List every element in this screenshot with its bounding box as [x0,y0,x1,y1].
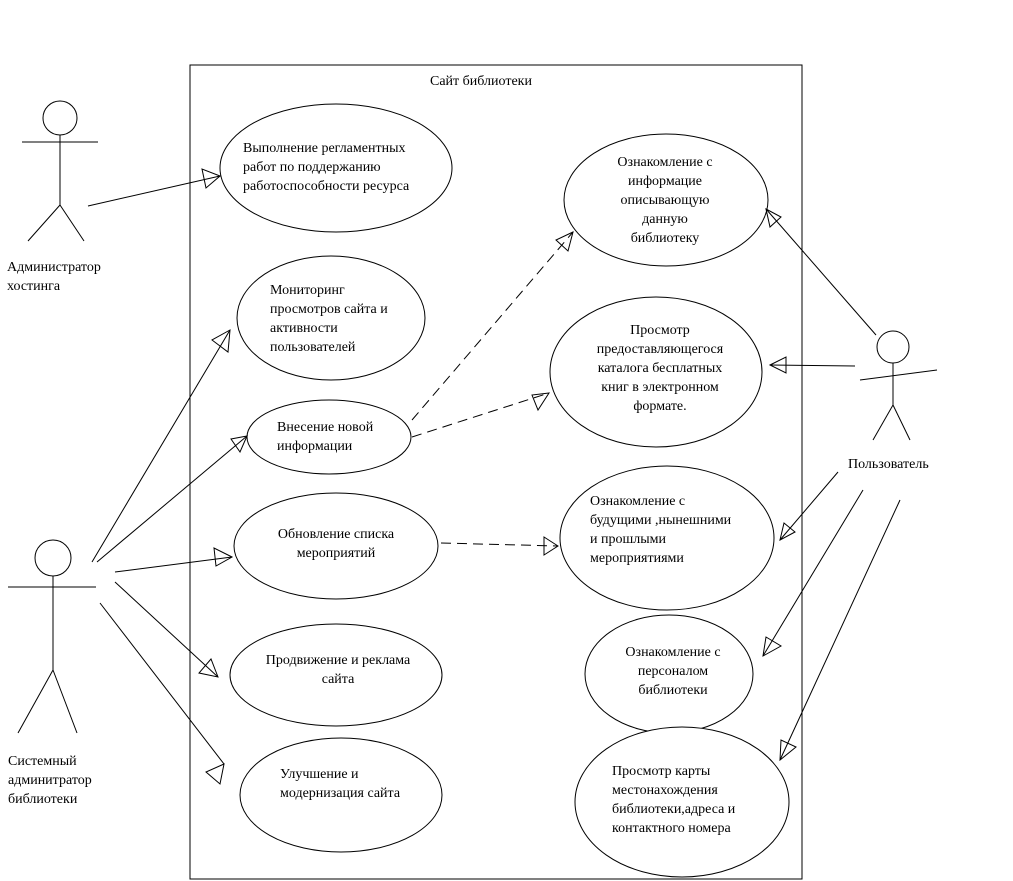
assoc-user-staff [762,489,864,657]
arrowhead [555,231,574,252]
use-case-events-update-label: Обновление списка мероприятий [277,527,395,561]
use-case-improvement-label: Улучшение и модернизация сайта [280,767,401,801]
use-case-events-update [233,492,439,600]
arrowhead [768,356,787,374]
use-case-staff-label: Ознакомление с персоналом библиотеки [625,645,721,698]
actor-hosting-admin-label: Администратор хостинга [7,260,101,294]
use-case-new-info-label: Внесение новой информации [277,420,374,454]
arrowhead [531,392,550,412]
use-case-events-view-label: Ознакомление с будущими ,нынешними и про… [590,494,732,566]
dep-events-update-events-view [440,542,559,547]
use-case-monitoring-label: Мониторинг просмотров сайта и активности… [270,283,388,355]
arrowhead [230,435,248,454]
system-title: Сайт библиотеки [430,74,532,89]
use-case-promotion-label: Продвижение и реклама сайта [265,653,411,687]
arrowhead [779,522,796,541]
use-case-about-library-label: Ознакомление с информацие описывающую да… [617,155,713,246]
dep-new-info-about-library [411,231,574,421]
arrowhead [201,168,221,189]
assoc-user-events-view [779,471,839,541]
arrowhead [211,329,231,353]
use-case-catalog-label: Просмотр предоставляющегося каталога бес… [596,323,724,414]
arrowhead [765,208,782,228]
actor-user-label: Пользователь [848,457,929,472]
actor-hosting-admin [22,100,98,242]
assoc-sysadmin-improvement [99,602,225,765]
arrowhead [543,536,559,556]
use-case-catalog [549,296,763,448]
use-case-maintenance-label: Выполнение регламентных работ по поддерж… [243,141,410,194]
use-case-promotion [229,623,443,727]
use-case-about-library [563,133,769,267]
assoc-user-catalog [769,364,856,367]
assoc-sysadmin-monitoring [91,329,231,563]
dep-new-info-catalog [411,392,550,438]
use-case-maintenance [219,103,453,233]
use-case-map-label: Просмотр карты местонахождения библиотек… [612,764,736,836]
actor-system-admin-label: Системный админитратор библиотеки [8,754,92,807]
arrowhead [779,739,797,762]
arrowhead [762,636,782,657]
system-boundary [189,64,803,880]
assoc-hosting-maintenance [87,175,221,207]
arrowhead [205,763,225,785]
arrowhead [198,658,219,678]
actor-system-admin [8,539,96,734]
actor-user [859,330,938,441]
assoc-sysadmin-events-update [114,556,233,573]
assoc-sysadmin-promotion [114,581,219,678]
assoc-user-about-library [765,208,877,336]
use-case-monitoring [236,255,426,381]
use-case-improvement [239,737,443,853]
assoc-sysadmin-new-info [96,435,248,563]
use-case-events-view [559,465,775,611]
arrowhead [213,547,234,567]
assoc-user-map [779,499,901,761]
use-case-map [574,726,790,878]
